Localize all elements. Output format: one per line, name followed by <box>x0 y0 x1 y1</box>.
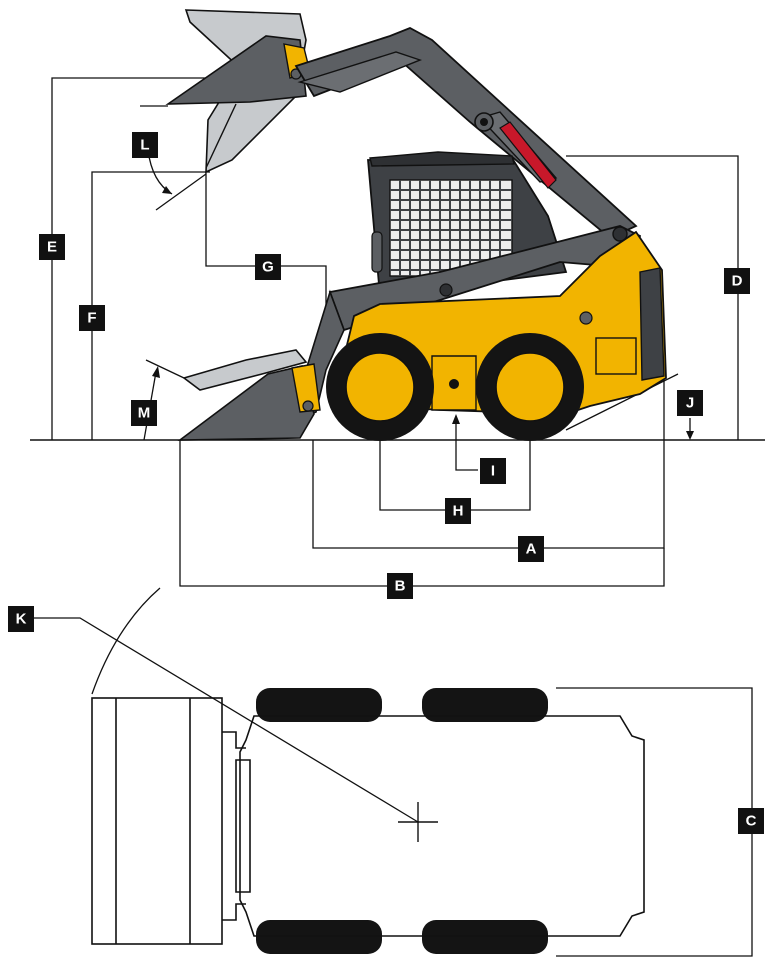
turning-radius-arc <box>91 587 161 695</box>
top-tire-rear-left <box>422 688 548 722</box>
top-view: K C <box>8 587 764 957</box>
arrowhead-m <box>152 366 160 378</box>
label-a-text: A <box>526 541 537 558</box>
rear-wheel <box>476 333 584 441</box>
arrowhead-i <box>452 414 460 424</box>
side-panel <box>595 337 637 375</box>
label-i-text: I <box>491 463 495 480</box>
top-tire-front-right <box>256 920 382 954</box>
label-f: F <box>79 305 105 331</box>
dimension-line-b <box>179 440 665 587</box>
dimension-line-k <box>34 617 419 823</box>
side-view: A B D E F G H I <box>30 9 765 599</box>
label-j: J <box>677 390 703 416</box>
arrowhead-j <box>686 431 694 440</box>
top-bucket-outer <box>91 697 223 945</box>
dimension-line-a <box>312 380 665 549</box>
dimension-line-l-ray <box>155 173 207 211</box>
arrowhead-l <box>162 186 172 194</box>
label-k: K <box>8 606 34 632</box>
dimension-line-g <box>205 172 327 305</box>
raised-tilt-link <box>297 51 423 93</box>
lift-cylinder-rod <box>499 121 557 189</box>
lowered-bucket-bracket <box>291 363 321 413</box>
top-front-detail <box>222 731 251 921</box>
label-e-text: E <box>47 239 57 256</box>
dimension-line-f <box>91 171 210 440</box>
label-g-text: G <box>262 259 274 276</box>
label-f-text: F <box>87 310 96 327</box>
dimension-line-d <box>566 155 739 440</box>
label-e: E <box>39 234 65 260</box>
label-m-text: M <box>138 405 151 422</box>
label-h: H <box>445 498 471 524</box>
label-d: D <box>724 268 750 294</box>
label-b-text: B <box>395 578 406 595</box>
top-tire-front-left <box>256 688 382 722</box>
label-c: C <box>738 808 764 834</box>
label-a: A <box>518 536 544 562</box>
raised-lift-arm <box>294 27 638 240</box>
label-i: I <box>480 458 506 484</box>
label-c-text: C <box>746 813 757 830</box>
top-tire-rear-right <box>422 920 548 954</box>
top-body-outline <box>239 715 645 937</box>
label-j-text: J <box>686 395 694 412</box>
label-b: B <box>387 573 413 599</box>
label-m: M <box>131 400 157 426</box>
dimension-line-i <box>455 420 478 471</box>
dimension-line-m-ray <box>145 359 185 379</box>
cab-top <box>369 151 515 167</box>
label-k-text: K <box>16 611 27 628</box>
front-wheel <box>326 333 434 441</box>
lowered-bucket <box>177 349 321 441</box>
raised-bucket <box>165 9 311 174</box>
label-l: L <box>132 132 158 158</box>
label-l-text: L <box>140 137 149 154</box>
dimension-line-c <box>556 687 753 957</box>
lowered-bucket-top <box>182 349 308 391</box>
dimension-line-j-ray <box>565 373 679 431</box>
label-g: G <box>255 254 281 280</box>
rear-grille <box>639 267 665 381</box>
label-d-text: D <box>732 273 743 290</box>
cab-handle <box>371 231 383 273</box>
label-h-text: H <box>453 503 464 520</box>
